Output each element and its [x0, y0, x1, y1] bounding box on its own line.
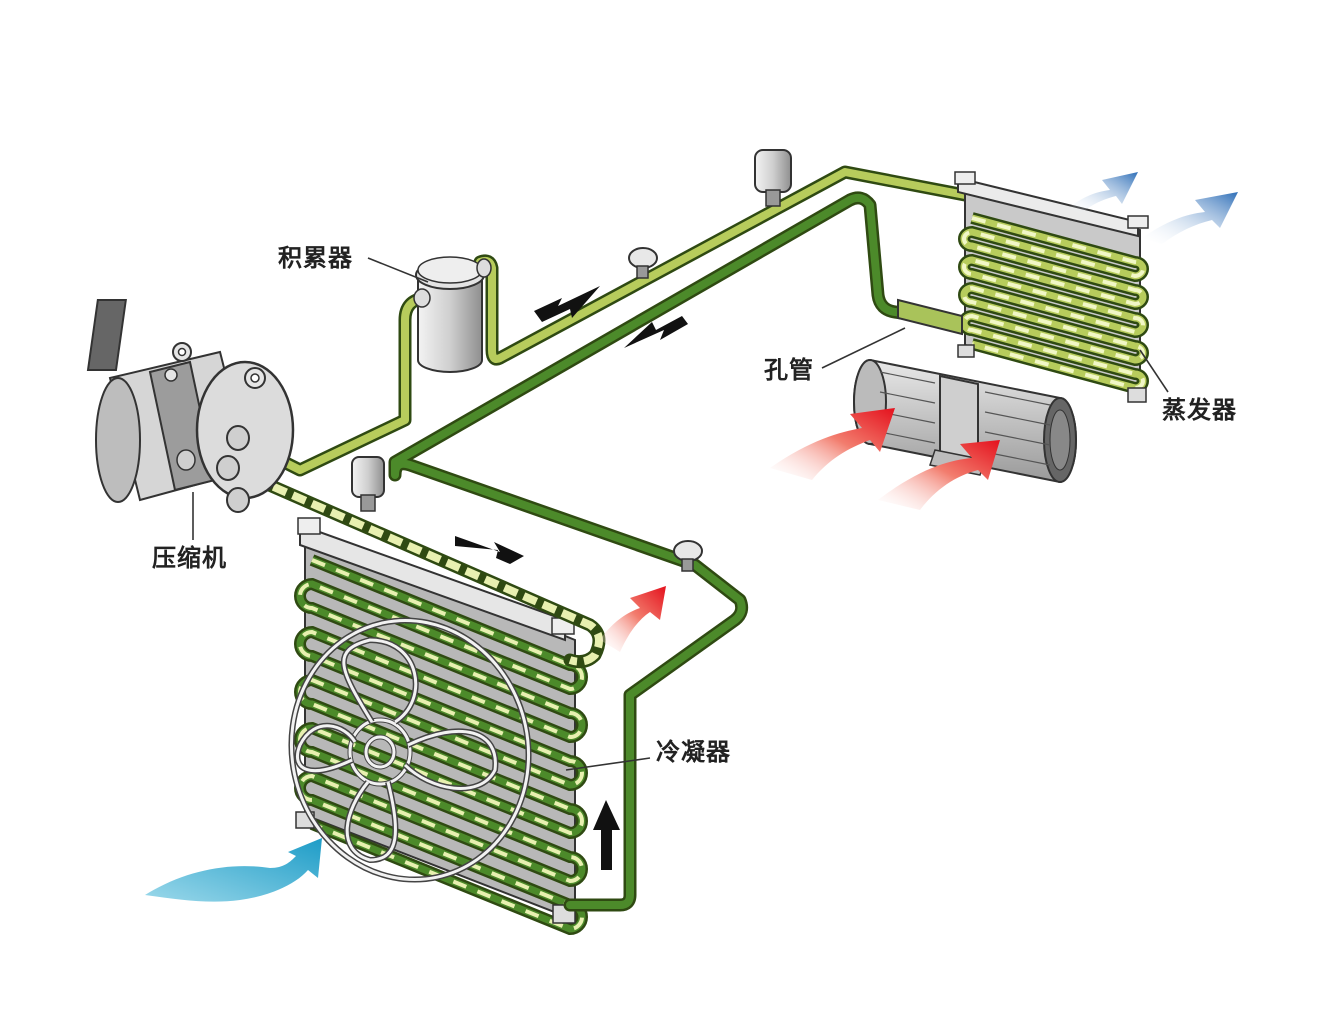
accumulator-canister-icon [413, 256, 492, 373]
flow-arrow-condenser-out [593, 800, 620, 870]
flow-arrow-discharge [455, 536, 524, 564]
flow-arrow-suction [534, 286, 600, 322]
cold-air-arrow-2 [1142, 192, 1238, 244]
hot-air-arrow-condenser [600, 586, 666, 652]
label-orifice-tube: 孔管 [764, 356, 814, 384]
label-accumulator-group: 积累器 [278, 244, 429, 283]
flow-arrow-icon [455, 286, 688, 870]
label-orifice-tube-group: 孔管 [764, 327, 906, 384]
coil-highlight [962, 216, 1145, 391]
label-accumulator: 积累器 [278, 244, 353, 272]
evaporator [954, 171, 1149, 403]
condenser [288, 517, 588, 936]
label-compressor-group: 压缩机 [152, 492, 227, 572]
evaporator-coil-icon [958, 212, 1149, 395]
label-condenser-group: 冷凝器 [565, 738, 731, 771]
air-flow-arrow-icon [145, 172, 1238, 902]
label-compressor: 压缩机 [152, 544, 227, 572]
pressure-switch-icon [351, 149, 792, 512]
flow-arrow-liquid-line [624, 316, 688, 348]
label-evaporator-group: 蒸发器 [1139, 349, 1237, 424]
ambient-air-arrow [145, 838, 322, 902]
cold-air-arrow-1 [1068, 172, 1138, 214]
hot-air-arrow-blower-1 [770, 408, 895, 480]
service-port-icon [628, 247, 703, 572]
blower-motor-icon [853, 358, 1077, 484]
condenser-top-rail [299, 523, 566, 642]
fan-icon [288, 617, 532, 883]
high-pressure-liquid-line-fill [391, 193, 939, 909]
compressor-icon [86, 299, 295, 513]
discharge-line-fill [233, 466, 603, 666]
orifice-tube [897, 298, 963, 336]
hot-air-arrow-blower-2 [878, 440, 1000, 510]
label-condenser: 冷凝器 [656, 738, 731, 766]
label-evaporator: 蒸发器 [1162, 396, 1237, 424]
